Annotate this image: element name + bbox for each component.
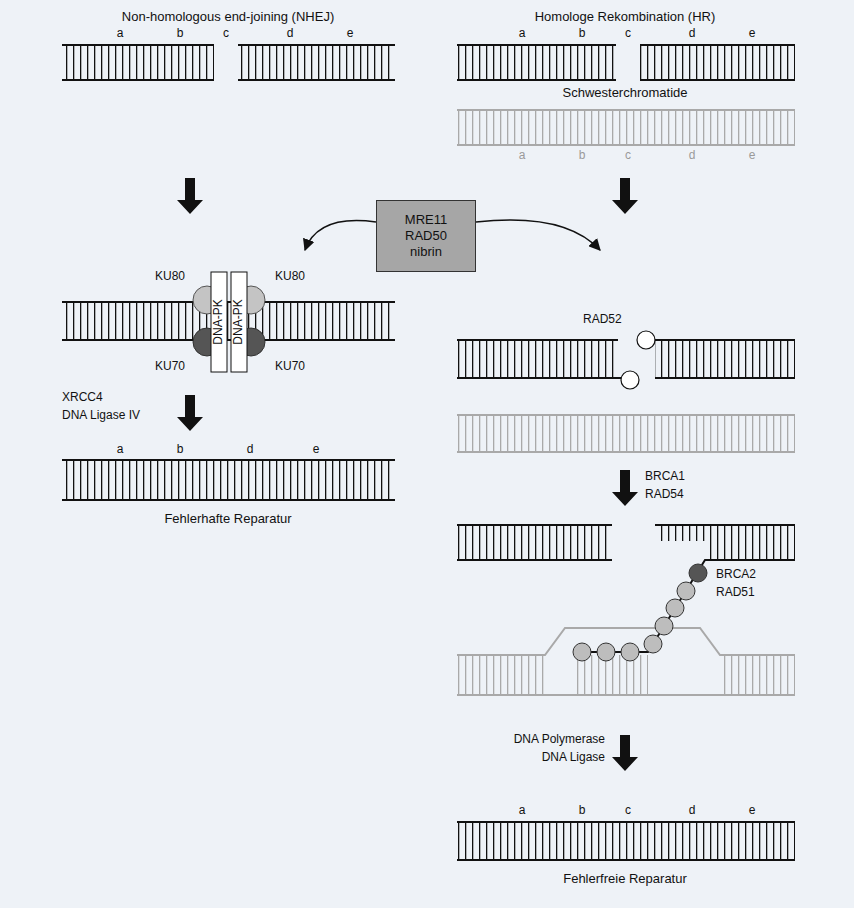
dna-repaired bbox=[62, 460, 395, 500]
locus-letter: a bbox=[519, 804, 526, 818]
locus-letter: b bbox=[579, 804, 586, 818]
locus-letter: d bbox=[689, 149, 696, 163]
locus-letter: a bbox=[519, 149, 526, 163]
locus-letter: b bbox=[579, 27, 586, 41]
locus-letter: b bbox=[579, 149, 586, 163]
protein-label: KU70 bbox=[155, 360, 185, 374]
protein-label: RAD52 bbox=[583, 313, 622, 327]
protein-label: KU80 bbox=[155, 270, 185, 284]
section-heading: Non-homologous end-joining (NHEJ) bbox=[122, 10, 334, 25]
result-label: Fehlerfreie Reparatur bbox=[563, 872, 687, 887]
locus-letter: d bbox=[689, 27, 696, 41]
result-label: Fehlerhafte Reparatur bbox=[164, 512, 291, 527]
locus-letter: e bbox=[749, 804, 756, 818]
dna-rad52 bbox=[457, 331, 795, 452]
enzyme-label: DNA Polymerase bbox=[514, 733, 605, 747]
enzyme-label: DNA Ligase IV bbox=[62, 409, 140, 423]
protein-complex-box: MRE11 RAD50 nibrin bbox=[376, 200, 476, 272]
locus-letter: b bbox=[177, 443, 184, 457]
complex-name: MRE11 RAD50 nibrin bbox=[405, 212, 447, 261]
locus-letter: c bbox=[625, 149, 631, 163]
locus-letter: a bbox=[117, 27, 124, 41]
protein-label: KU80 bbox=[275, 270, 305, 284]
locus-letter: e bbox=[749, 27, 756, 41]
locus-letter: b bbox=[177, 27, 184, 41]
protein-label: RAD54 bbox=[645, 488, 684, 502]
locus-letter: e bbox=[313, 443, 320, 457]
dna-broken bbox=[62, 45, 395, 80]
locus-letter: d bbox=[247, 443, 254, 457]
enzyme-label: XRCC4 bbox=[62, 391, 103, 405]
dna-broken bbox=[457, 45, 795, 80]
locus-letter: d bbox=[689, 804, 696, 818]
locus-letter: c bbox=[223, 27, 229, 41]
sister-chromatid bbox=[457, 110, 795, 145]
dna-strand-invasion bbox=[457, 525, 795, 695]
enzyme-label: DNA Ligase bbox=[542, 751, 605, 765]
locus-letter: e bbox=[749, 149, 756, 163]
protein-label: BRCA1 bbox=[645, 470, 685, 484]
locus-letter: c bbox=[625, 27, 631, 41]
dna-ku-complex bbox=[62, 272, 395, 372]
protein-label: KU70 bbox=[275, 360, 305, 374]
section-heading: Homologe Rekombination (HR) bbox=[535, 10, 716, 25]
complex-label: DNA-PK bbox=[232, 299, 246, 344]
locus-letter: e bbox=[347, 27, 354, 41]
locus-letter: a bbox=[117, 443, 124, 457]
dna-repaired bbox=[457, 822, 795, 860]
complex-label: DNA-PK bbox=[212, 299, 226, 344]
locus-letter: a bbox=[519, 27, 526, 41]
locus-letter: c bbox=[625, 804, 631, 818]
strand-label: Schwesterchromatide bbox=[563, 86, 688, 101]
locus-letter: d bbox=[287, 27, 294, 41]
protein-label: BRCA2 bbox=[716, 568, 756, 582]
protein-label: RAD51 bbox=[716, 586, 755, 600]
